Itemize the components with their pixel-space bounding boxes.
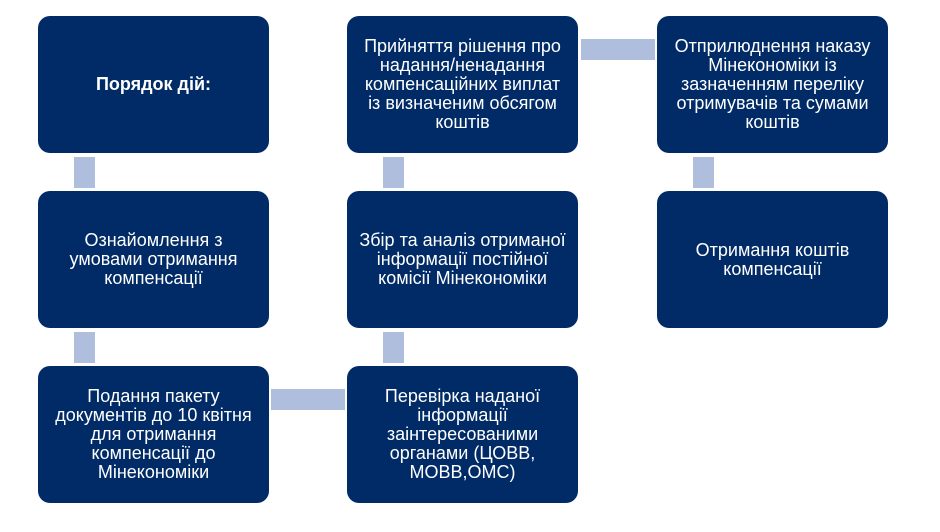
step-box-3: Перевірка наданої інформації заінтересов… <box>347 366 578 503</box>
step-box-1: Ознайомлення з умовами отримання компенс… <box>38 191 269 328</box>
connector <box>383 332 404 363</box>
step-text: Отприлюднення наказу Мінекономіки із заз… <box>674 36 871 132</box>
step-text: Отримання коштів компенсації <box>695 239 850 279</box>
connector <box>271 389 345 410</box>
title-box: Порядок дій: <box>38 16 269 153</box>
step-box-6: Отприлюднення наказу Мінекономіки із заз… <box>657 16 888 153</box>
connector <box>74 332 95 363</box>
step-box-7: Отримання коштів компенсації <box>657 191 888 328</box>
step-box-4: Збір та аналіз отриманої інформації пост… <box>347 191 578 328</box>
step-box-2: Подання пакету документів до 10 квітня д… <box>38 366 269 503</box>
step-box-5: Прийняття рішення про надання/ненадання … <box>347 16 578 153</box>
connector <box>74 157 95 188</box>
connector <box>383 157 404 188</box>
step-text: Перевірка наданої інформації заінтересов… <box>384 386 541 482</box>
step-text: Подання пакету документів до 10 квітня д… <box>55 386 252 482</box>
step-text: Прийняття рішення про надання/ненадання … <box>364 36 561 132</box>
title-text: Порядок дій: <box>95 74 212 94</box>
connector <box>693 157 714 188</box>
connector <box>581 39 655 60</box>
step-text: Ознайомлення з умовами отримання компенс… <box>69 230 238 288</box>
step-text: Збір та аналіз отриманої інформації пост… <box>359 230 566 288</box>
